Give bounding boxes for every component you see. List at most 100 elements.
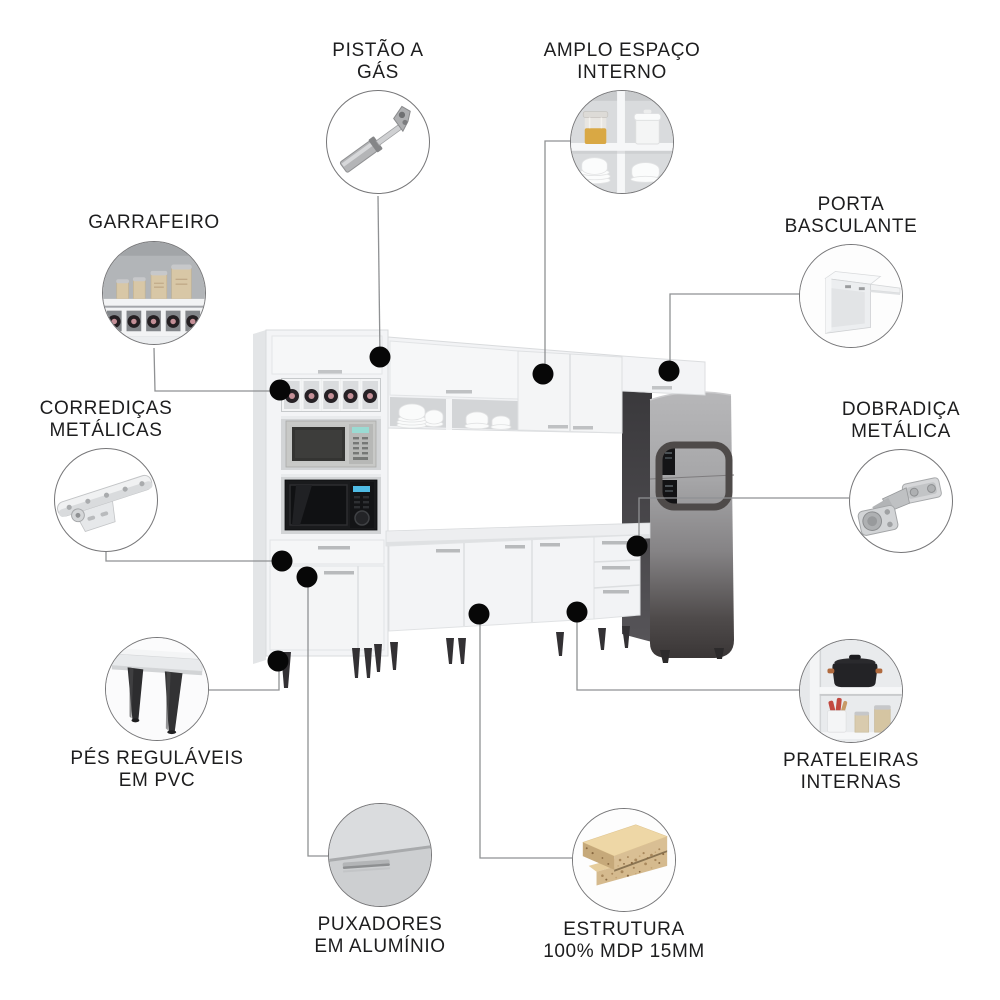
metal-hinge-photo bbox=[849, 449, 953, 553]
feature-label-line: EM ALUMÍNIO bbox=[314, 935, 446, 957]
metal-drawer-slide-photo bbox=[54, 448, 158, 552]
feature-label-line: PORTA bbox=[817, 194, 885, 215]
door-handle bbox=[505, 545, 525, 549]
feature-label-line: METÁLICAS bbox=[49, 419, 163, 441]
feature-label: PORTA BASCULANTE bbox=[785, 194, 918, 237]
callout-dots bbox=[267, 346, 680, 672]
tower-top-door bbox=[271, 335, 383, 375]
feature-label-line: PISTÃO A bbox=[332, 40, 424, 61]
callout-porta-basculante: PORTA BASCULANTE bbox=[746, 194, 956, 348]
dot-pistao bbox=[369, 346, 391, 368]
callout-dobradica-metalica: DOBRADIÇA METÁLICA bbox=[796, 399, 1000, 553]
feature-label-line: AMPLO ESPAÇO bbox=[543, 40, 701, 61]
fridge-foot bbox=[714, 648, 724, 659]
internal-shelves-photo bbox=[799, 639, 903, 743]
connector-corredicas bbox=[105, 552, 281, 562]
stacked-bowls bbox=[464, 411, 512, 430]
tower-doors bbox=[269, 565, 385, 651]
base-doors bbox=[388, 536, 595, 632]
dot-estrutura bbox=[468, 603, 490, 625]
door-handle bbox=[318, 370, 342, 374]
callout-prateleiras-internas: PRATELEIRAS INTERNAS bbox=[746, 639, 956, 793]
feature-label-line: GARRAFEIRO bbox=[88, 212, 220, 233]
connector-amplo bbox=[544, 140, 571, 374]
feature-label-line: GÁS bbox=[357, 61, 399, 83]
door-handle bbox=[324, 571, 354, 575]
aluminum-handle-photo bbox=[328, 803, 432, 907]
dot-corredicas bbox=[271, 550, 293, 572]
gas-piston-photo bbox=[326, 90, 430, 194]
left-tower-cabinet bbox=[253, 329, 389, 664]
feature-label-line: INTERNO bbox=[577, 61, 667, 83]
feature-label-line: CORREDIÇAS bbox=[39, 398, 173, 419]
drawer-handle bbox=[318, 546, 350, 550]
dot-garrafeiro bbox=[269, 379, 291, 401]
connector-garrafeiro bbox=[153, 347, 278, 392]
dot-pes bbox=[267, 650, 289, 672]
connector-pistao bbox=[377, 195, 381, 358]
callout-estrutura-mdp: ESTRUTURA 100% MDP 15MM bbox=[519, 808, 729, 962]
connector-dobradica bbox=[638, 497, 849, 546]
microwave-black bbox=[281, 474, 381, 534]
callout-puxadores-aluminio: PUXADORES EM ALUMÍNIO bbox=[275, 803, 485, 957]
microwave-stainless bbox=[281, 416, 381, 470]
dot-prateleiras bbox=[566, 601, 588, 623]
feature-label-line: BASCULANTE bbox=[784, 215, 918, 237]
callout-pes-regulaveis-pvc: PÉS REGULÁVEIS EM PVC bbox=[52, 637, 262, 791]
dot-puxadores bbox=[296, 566, 318, 588]
feature-label: PÉS REGULÁVEIS EM PVC bbox=[70, 748, 243, 791]
door-handle bbox=[540, 543, 560, 547]
dot-amplo bbox=[532, 363, 554, 385]
feature-label-line: ESTRUTURA bbox=[563, 919, 685, 940]
utensil-crock bbox=[827, 697, 848, 733]
callout-garrafeiro: GARRAFEIRO bbox=[49, 212, 259, 345]
feature-label-line: PÉS REGULÁVEIS bbox=[70, 748, 244, 769]
connector-puxadores bbox=[307, 578, 328, 857]
connector-prateleiras bbox=[576, 613, 800, 691]
connector-porta bbox=[669, 293, 800, 371]
bottle-rack bbox=[281, 378, 381, 412]
pvc-adjustable-feet-photo bbox=[105, 637, 209, 741]
wine-bottle-tops bbox=[107, 314, 200, 328]
feature-label: PISTÃO A GÁS bbox=[332, 40, 423, 83]
tower-side-panel bbox=[253, 330, 266, 664]
drawer-stack bbox=[593, 534, 641, 620]
callout-amplo-espaco-interno: AMPLO ESPAÇO INTERNO bbox=[517, 40, 727, 194]
feature-label: DOBRADIÇA METÁLICA bbox=[842, 399, 960, 442]
black-pot bbox=[827, 654, 883, 688]
feature-label: PRATELEIRAS INTERNAS bbox=[783, 750, 919, 793]
feature-label: PUXADORES EM ALUMÍNIO bbox=[314, 914, 445, 957]
callout-pistao-a-gas: PISTÃO A GÁS bbox=[273, 40, 483, 194]
base-cabinet bbox=[385, 522, 651, 632]
feature-label: ESTRUTURA 100% MDP 15MM bbox=[543, 919, 705, 962]
feature-label-line: 100% MDP 15MM bbox=[543, 940, 705, 962]
dot-dobradica bbox=[626, 535, 648, 557]
kitchen-set-illustration bbox=[253, 329, 735, 688]
door-handle bbox=[548, 425, 568, 429]
feature-label-line: INTERNAS bbox=[800, 771, 902, 793]
bottle-rack-photo bbox=[102, 240, 206, 345]
fridge-foot bbox=[660, 650, 670, 663]
feature-label-line: EM PVC bbox=[118, 769, 196, 791]
stacked-plates bbox=[396, 403, 444, 429]
door-handle bbox=[652, 386, 672, 390]
feature-label: CORREDIÇAS METÁLICAS bbox=[40, 398, 173, 441]
door-handle bbox=[436, 549, 460, 553]
refrigerator bbox=[649, 391, 735, 663]
flip-up-door-photo bbox=[799, 244, 903, 348]
callout-corredicas-metalicas: CORREDIÇAS METÁLICAS bbox=[1, 398, 211, 552]
drawer-handle bbox=[603, 590, 629, 594]
feature-label: AMPLO ESPAÇO INTERNO bbox=[544, 40, 701, 83]
upper-wall-cabinet bbox=[387, 336, 623, 434]
mdp-board-photo bbox=[572, 808, 676, 912]
connector-estrutura bbox=[479, 615, 572, 859]
feature-label-line: METÁLICA bbox=[851, 420, 951, 442]
open-shelf-dishes-photo bbox=[570, 90, 674, 194]
door-handle bbox=[573, 426, 593, 430]
feature-label-line: DOBRADIÇA bbox=[841, 399, 961, 420]
connector-lines bbox=[105, 140, 849, 859]
fridge-handle bbox=[655, 441, 733, 511]
feature-label: GARRAFEIRO bbox=[88, 212, 220, 234]
